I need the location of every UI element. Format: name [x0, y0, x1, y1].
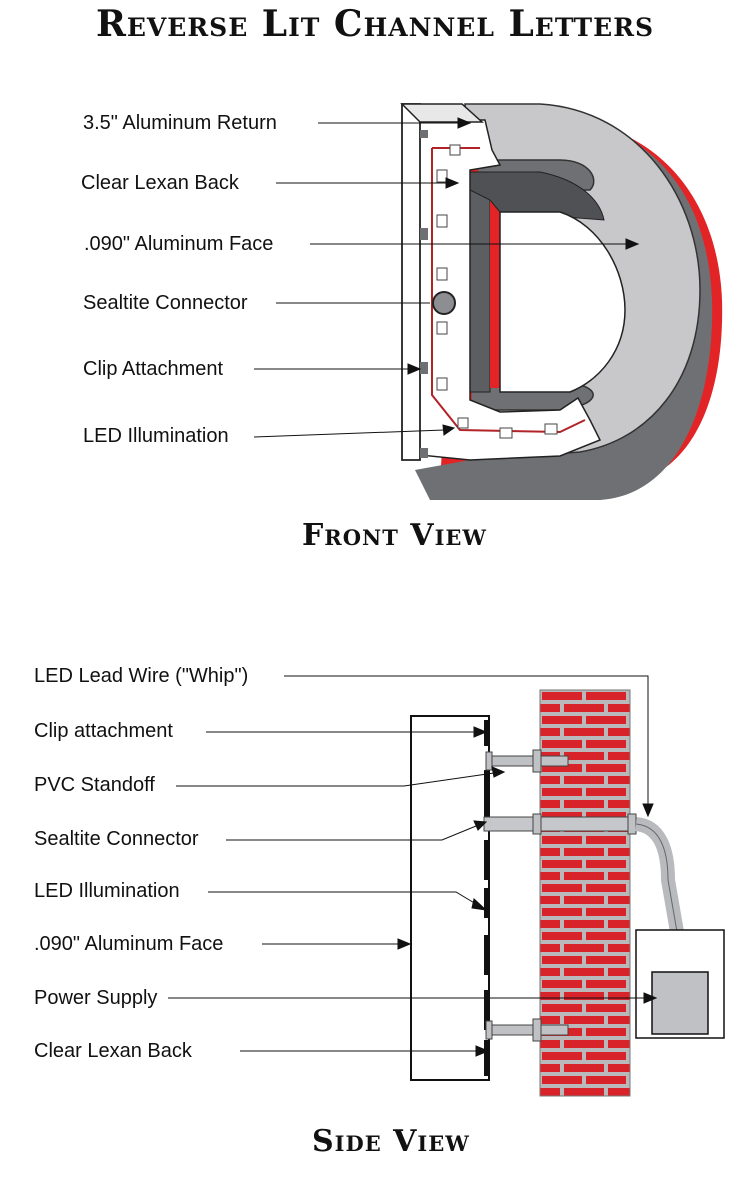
cutaway-interior: [414, 119, 602, 461]
label-led-illumination: LED Illumination: [83, 425, 229, 447]
label-pvc-standoff: PVC Standoff: [34, 774, 155, 796]
label-led-illumination-side: LED Illumination: [34, 880, 180, 902]
clip: [420, 362, 428, 374]
page-title: Reverse Lit Channel Letters: [95, 3, 655, 45]
clip: [420, 228, 428, 240]
sealtite-connector-front: [432, 291, 456, 315]
label-aluminum-return: 3.5" Aluminum Return: [83, 112, 277, 134]
inner-return-top: [469, 171, 605, 221]
label-lexan-back-side: Clear Lexan Back: [34, 1040, 192, 1062]
label-clip-attachment-side: Clip attachment: [34, 720, 173, 742]
return-top: [400, 103, 484, 123]
label-power-supply: Power Supply: [34, 987, 158, 1009]
label-aluminum-face-side: .090" Aluminum Face: [34, 933, 224, 955]
label-sealtite-connector: Sealtite Connector: [83, 292, 248, 314]
label-lexan-back: Clear Lexan Back: [81, 172, 239, 194]
side-view-heading: Side View: [312, 1124, 470, 1159]
led-modules: [436, 144, 558, 439]
inner-return-left: [469, 171, 491, 393]
inner-halo: [490, 200, 500, 388]
front-view-heading: Front View: [302, 518, 488, 553]
label-led-lead-wire: LED Lead Wire ("Whip"): [34, 665, 249, 687]
front-leader-lines: [253, 117, 640, 438]
label-clip-attachment: Clip Attachment: [83, 358, 224, 380]
aluminum-return: [401, 103, 421, 461]
clip: [420, 448, 428, 458]
label-sealtite-connector-side: Sealtite Connector: [34, 828, 199, 850]
clip: [420, 130, 428, 138]
letter-opening: [499, 211, 626, 393]
label-aluminum-face: .090" Aluminum Face: [84, 233, 274, 255]
